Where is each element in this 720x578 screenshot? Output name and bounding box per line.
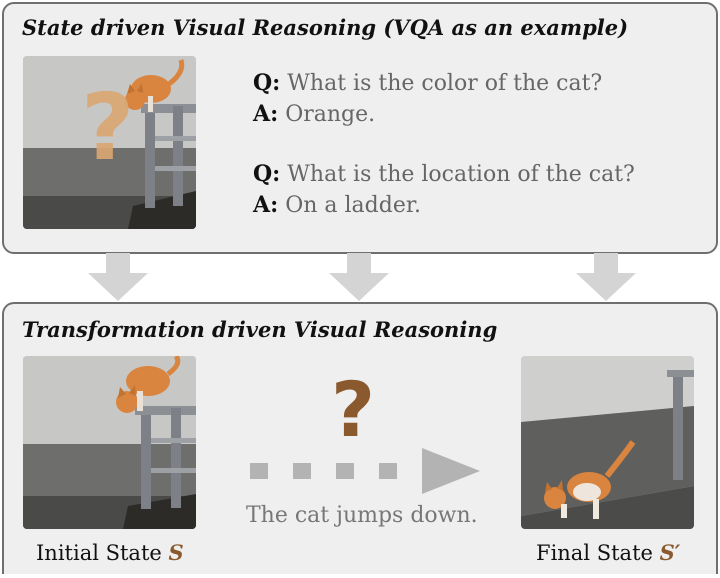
final-state-image bbox=[521, 356, 694, 529]
final-state-symbol: S′ bbox=[659, 540, 681, 565]
final-state-label: Final State S′ bbox=[536, 540, 680, 565]
down-arrow-icon bbox=[329, 253, 389, 301]
qa-question-1: Q: What is the color of the cat? bbox=[253, 70, 602, 96]
down-arrow-icon bbox=[88, 253, 148, 301]
q-text: What is the color of the cat? bbox=[287, 71, 603, 96]
initial-state-image bbox=[23, 356, 196, 529]
cat-on-ladder-image-with-question: ? bbox=[23, 56, 196, 229]
q-label: Q: bbox=[253, 161, 281, 187]
q-text: What is the location of the cat? bbox=[287, 162, 635, 187]
qa-question-2: Q: What is the location of the cat? bbox=[253, 161, 635, 187]
a-label: A: bbox=[253, 192, 279, 218]
transformation-reasoning-title: Transformation driven Visual Reasoning bbox=[22, 317, 498, 342]
q-label: Q: bbox=[253, 70, 281, 96]
initial-state-text: Initial State bbox=[36, 541, 169, 565]
unknown-transformation-question-mark: ? bbox=[330, 365, 376, 454]
a-text: On a ladder. bbox=[285, 193, 421, 218]
qa-answer-2: A: On a ladder. bbox=[253, 192, 421, 218]
qa-answer-1: A: Orange. bbox=[253, 101, 375, 127]
initial-state-label: Initial State S bbox=[36, 540, 184, 565]
transformation-description: The cat jumps down. bbox=[246, 503, 478, 528]
a-label: A: bbox=[253, 101, 279, 127]
question-mark-overlay: ? bbox=[81, 74, 135, 181]
a-text: Orange. bbox=[285, 102, 376, 127]
initial-state-symbol: S bbox=[168, 540, 184, 565]
down-arrow-icon bbox=[576, 253, 636, 301]
dashed-transformation-arrow-icon bbox=[250, 448, 480, 494]
state-reasoning-title: State driven Visual Reasoning (VQA as an… bbox=[22, 15, 629, 40]
final-state-text: Final State bbox=[536, 541, 660, 565]
